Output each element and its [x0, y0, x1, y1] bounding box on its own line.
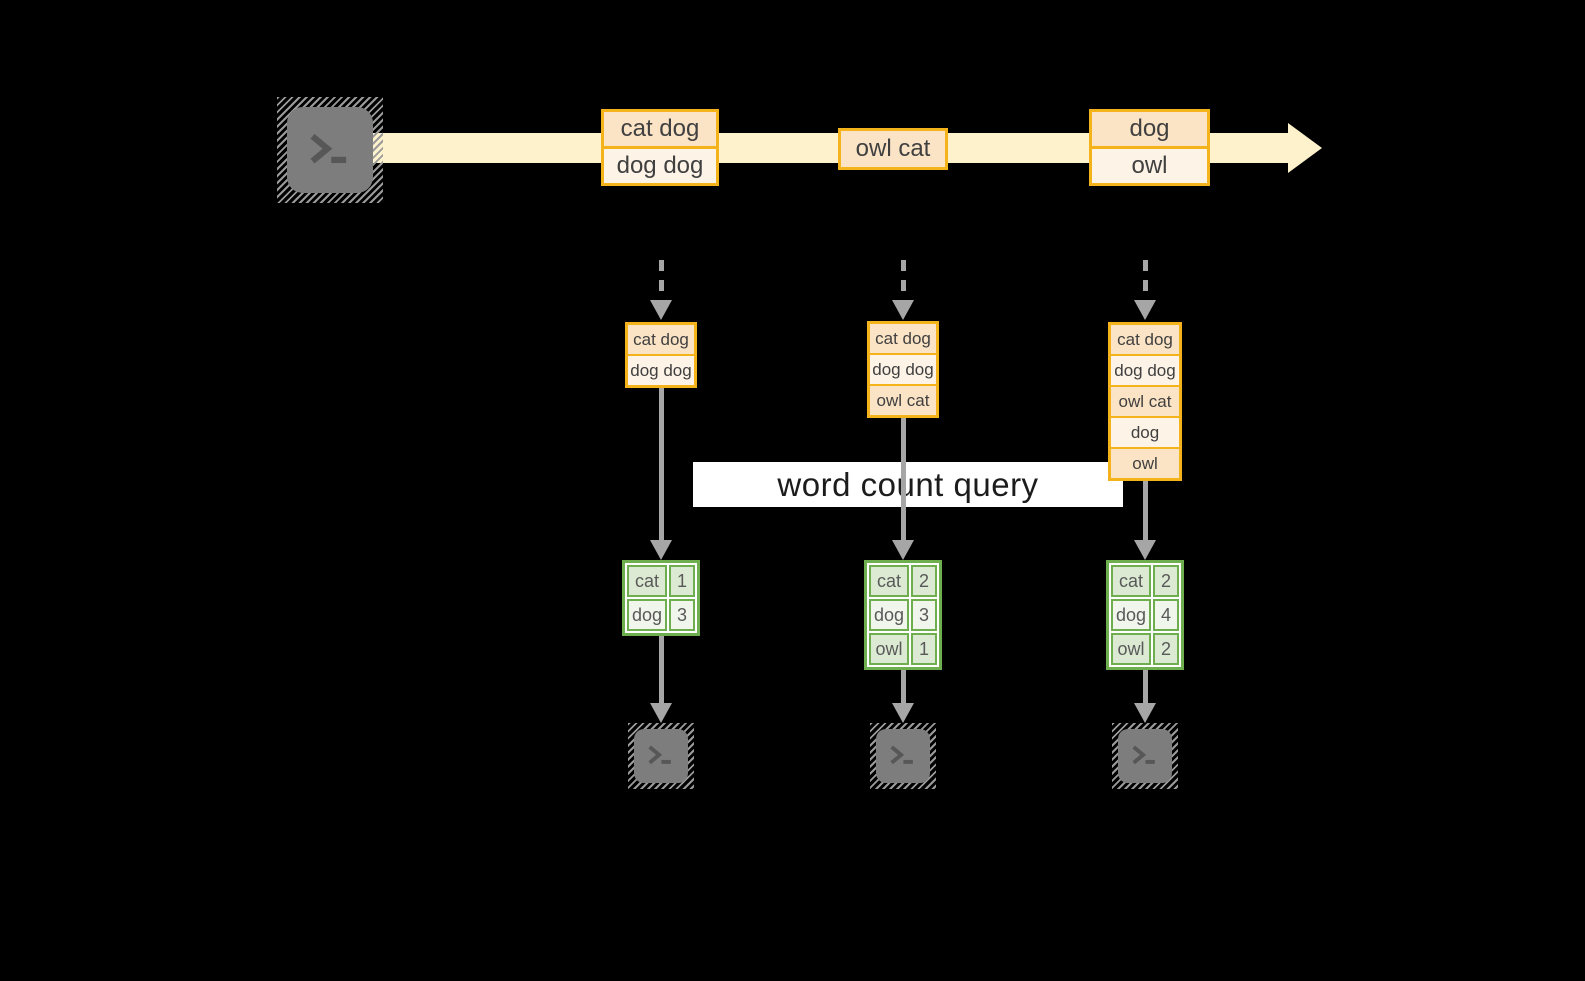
output-arrow-2 — [892, 658, 914, 723]
record-row: cat dog — [1111, 325, 1179, 354]
record-row: owl cat — [841, 131, 945, 167]
word-cell: dog — [627, 599, 667, 631]
arrow-shaft — [900, 418, 906, 540]
arrow-shaft — [658, 260, 664, 300]
terminal-prompt-icon — [310, 133, 347, 164]
output-arrow-3 — [1134, 658, 1156, 723]
arrow-shaft — [900, 658, 906, 703]
record-row: owl — [1092, 146, 1207, 183]
query-label-band: word count query — [693, 462, 1123, 507]
arrowhead-icon — [650, 300, 672, 320]
terminal-icon-body — [876, 729, 930, 783]
batch-box-2: owl cat — [838, 128, 948, 170]
record-row: dog — [1092, 112, 1207, 146]
count-cell: 4 — [1153, 599, 1179, 631]
word-cell: cat — [869, 565, 909, 597]
record-row: dog — [1111, 416, 1179, 447]
record-row: owl cat — [870, 384, 936, 415]
arrowhead-icon — [1134, 540, 1156, 560]
arrowhead-icon — [650, 540, 672, 560]
arrow-shaft — [658, 628, 664, 703]
arrowhead-icon — [892, 703, 914, 723]
terminal-icon-body — [1118, 729, 1172, 783]
stream-arrowhead-icon — [1288, 123, 1322, 173]
record-row: dog dog — [870, 353, 936, 384]
terminal-prompt-icon — [890, 745, 914, 765]
sink-terminal-icon-1 — [628, 723, 694, 789]
count-cell: 1 — [669, 565, 695, 597]
arrowhead-icon — [1134, 703, 1156, 723]
word-cell: dog — [869, 599, 909, 631]
count-cell: 2 — [911, 565, 937, 597]
arrow-shaft — [1142, 658, 1148, 703]
query-arrow-3 — [1134, 481, 1156, 560]
arrowhead-icon — [1134, 300, 1156, 320]
count-cell: 3 — [911, 599, 937, 631]
record-row: owl — [1111, 447, 1179, 478]
record-row: cat dog — [870, 324, 936, 353]
output-arrow-1 — [650, 628, 672, 723]
sink-terminal-icon-3 — [1112, 723, 1178, 789]
record-row: dog dog — [628, 354, 694, 385]
terminal-prompt-icon — [1132, 745, 1156, 765]
source-terminal-icon — [277, 97, 383, 203]
count-cell: 1 — [911, 633, 937, 665]
arrowhead-icon — [892, 300, 914, 320]
query-arrow-2 — [892, 418, 914, 560]
word-cell: dog — [1111, 599, 1151, 631]
word-cell: owl — [1111, 633, 1151, 665]
arrow-shaft — [1142, 260, 1148, 300]
terminal-icon-body — [287, 107, 373, 193]
arrow-shaft — [658, 388, 664, 540]
record-row: owl cat — [1111, 385, 1179, 416]
ingest-arrow-3 — [1134, 260, 1156, 320]
ingest-arrow-2 — [892, 260, 914, 320]
word-cell: cat — [627, 565, 667, 597]
count-cell: 2 — [1153, 565, 1179, 597]
record-row: cat dog — [604, 112, 716, 146]
word-cell: cat — [1111, 565, 1151, 597]
word-cell: owl — [869, 633, 909, 665]
record-row: dog dog — [604, 146, 716, 183]
arrow-shaft — [900, 260, 906, 300]
query-label: word count query — [777, 465, 1039, 503]
ingest-arrow-1 — [650, 260, 672, 320]
count-cell: 2 — [1153, 633, 1179, 665]
arrow-shaft — [1142, 481, 1148, 540]
terminal-icon-body — [634, 729, 688, 783]
record-row: cat dog — [628, 325, 694, 354]
arrowhead-icon — [892, 540, 914, 560]
terminal-prompt-icon — [648, 745, 672, 765]
arrowhead-icon — [650, 703, 672, 723]
sink-terminal-icon-2 — [870, 723, 936, 789]
record-row: dog dog — [1111, 354, 1179, 385]
query-arrow-1 — [650, 388, 672, 560]
count-cell: 3 — [669, 599, 695, 631]
